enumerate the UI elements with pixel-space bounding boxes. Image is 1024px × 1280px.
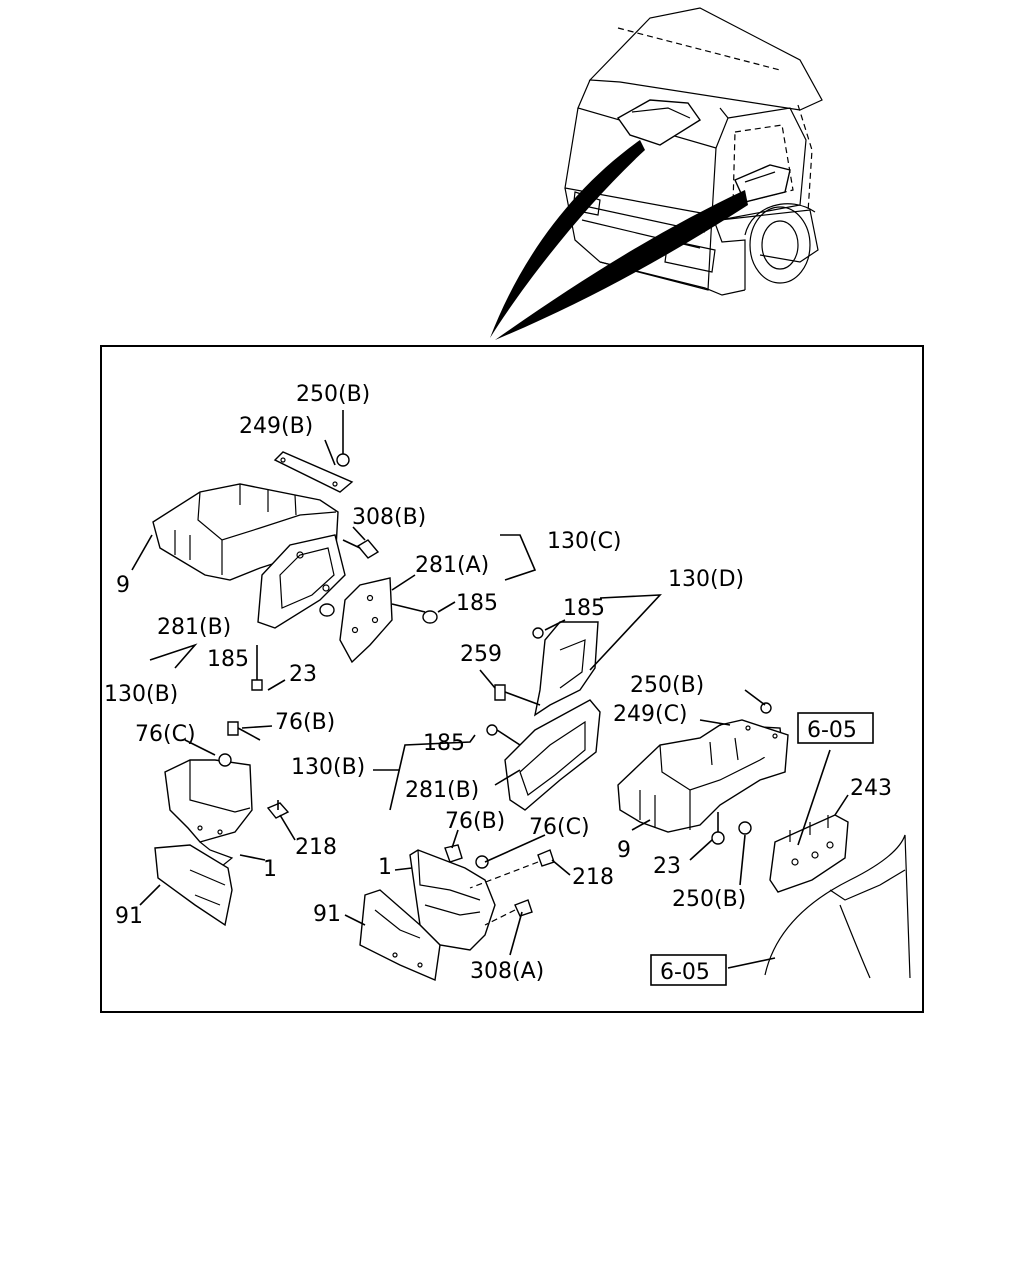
label-6-05-top[interactable]: 6-05 [807, 718, 857, 743]
label-185-c: 185 [563, 596, 605, 621]
panel-281b-mid [486, 699, 601, 811]
label-185-d: 185 [423, 731, 465, 756]
label-76b-mid: 76(B) [445, 809, 505, 834]
label-250b-right: 250(B) [630, 673, 704, 698]
label-9-right: 9 [617, 838, 631, 863]
label-281a: 281(A) [415, 553, 489, 578]
label-76c-left: 76(C) [135, 722, 196, 747]
label-308b: 308(B) [352, 505, 426, 530]
bracket-243-fender [764, 814, 911, 979]
label-218-mid: 218 [572, 865, 614, 890]
bracket-130d [494, 621, 599, 717]
label-259: 259 [460, 642, 502, 667]
label-130b-left: 130(B) [104, 682, 178, 707]
label-185-a: 185 [456, 591, 498, 616]
diagram-frame [100, 345, 924, 1013]
label-6-05-bottom[interactable]: 6-05 [660, 960, 710, 985]
label-9-left: 9 [116, 573, 130, 598]
label-281b-mid: 281(B) [405, 778, 479, 803]
label-130b-mid: 130(B) [291, 755, 365, 780]
label-91-left: 91 [115, 904, 143, 929]
part-labels: 250(B) 249(B) 308(B) 9 130(C) 281(A) 185… [104, 382, 892, 985]
label-1-mid: 1 [378, 855, 392, 880]
label-1-left: 1 [263, 857, 277, 882]
upper-left-assembly [152, 440, 380, 691]
label-281b-left: 281(B) [157, 615, 231, 640]
label-249b: 249(B) [239, 414, 313, 439]
label-218-left: 218 [295, 835, 337, 860]
reference-box-6-05-bottom[interactable] [650, 954, 727, 986]
label-130c: 130(C) [547, 529, 622, 554]
label-76c-mid: 76(C) [529, 815, 590, 840]
label-308a: 308(A) [470, 959, 544, 984]
right-assembly [617, 702, 806, 856]
label-250b-bottom: 250(B) [672, 887, 746, 912]
label-23-left: 23 [289, 662, 317, 687]
label-185-b: 185 [207, 647, 249, 672]
label-243: 243 [850, 776, 892, 801]
reference-box-6-05-top[interactable] [797, 712, 874, 744]
leader-lines [131, 410, 849, 969]
label-249c: 249(C) [613, 702, 688, 727]
lower-left-assembly [154, 721, 290, 927]
label-91-mid: 91 [313, 902, 341, 927]
lower-mid-assembly [359, 844, 555, 982]
label-250b-top: 250(B) [296, 382, 370, 407]
label-76b-left: 76(B) [275, 710, 335, 735]
truck-cab-illustration [490, 7, 823, 340]
label-23-right: 23 [653, 854, 681, 879]
label-130d: 130(D) [668, 567, 744, 592]
bracket-281a [339, 577, 438, 664]
